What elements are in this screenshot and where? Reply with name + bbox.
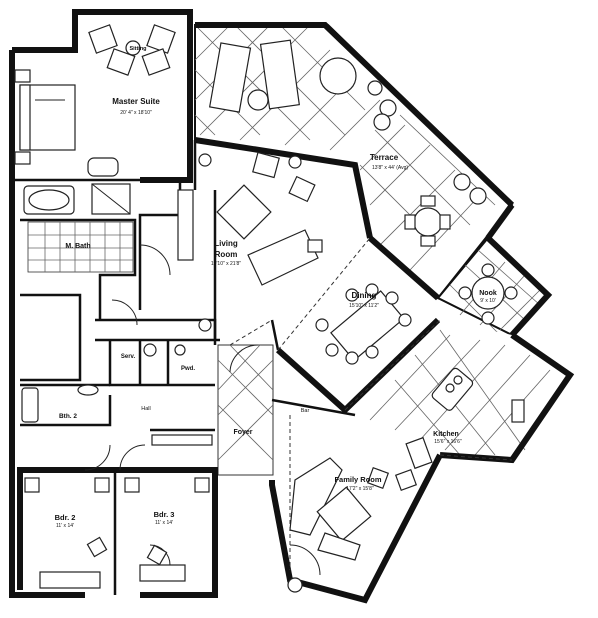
living-room-label-1: Living bbox=[214, 239, 238, 248]
m-bath-label: M. Bath bbox=[65, 243, 90, 250]
bdr2-dims: 11' x 14' bbox=[56, 523, 74, 529]
master-suite-dims: 20' 4" x 18'10" bbox=[120, 110, 152, 116]
nook-label: Nook bbox=[479, 290, 497, 297]
plants bbox=[198, 57, 487, 332]
foyer-floor bbox=[217, 344, 274, 476]
bdr3-dims: 11' x 14' bbox=[155, 520, 173, 526]
living-furniture bbox=[177, 151, 323, 286]
bedroom-furniture bbox=[24, 477, 210, 589]
master-chair bbox=[87, 157, 119, 177]
bar-label: Bar bbox=[301, 408, 310, 414]
living-room-dims: 19'10" x 21'8" bbox=[211, 261, 241, 267]
foyer-label: Foyer bbox=[233, 429, 252, 436]
terrace-label: Terrace bbox=[370, 153, 399, 162]
bathtub bbox=[23, 183, 131, 215]
dashed-openings bbox=[229, 237, 513, 570]
serv-label: Serv. bbox=[121, 354, 136, 360]
sitting-label: Sitting bbox=[129, 46, 146, 52]
hall-label: Hall bbox=[141, 406, 150, 412]
family-furniture bbox=[289, 457, 418, 561]
bath2-fixtures bbox=[21, 343, 303, 593]
dining-set bbox=[315, 283, 412, 365]
sitting-chairs bbox=[88, 24, 176, 76]
door-swings bbox=[84, 244, 321, 576]
master-bath-floor bbox=[27, 221, 134, 273]
pwd-label: Pwd. bbox=[181, 366, 195, 372]
dining-dims: 15'10" x 11'2" bbox=[349, 303, 379, 309]
master-bed bbox=[14, 69, 76, 165]
family-room-dims: 17'2" x 15'8" bbox=[346, 486, 374, 492]
bdr3-label: Bdr. 3 bbox=[154, 510, 175, 519]
nook-dims: 9' x 10' bbox=[480, 298, 496, 304]
kitchen-fixtures bbox=[405, 367, 525, 470]
kitchen-label: Kitchen bbox=[433, 431, 459, 438]
nook-table bbox=[458, 263, 518, 325]
terrace-dims: 13'8" x 44' (Avg) bbox=[372, 165, 408, 171]
living-room-label-2: Room bbox=[215, 250, 238, 259]
master-suite-label: Master Suite bbox=[112, 97, 160, 106]
bdr2-label: Bdr. 2 bbox=[55, 513, 76, 522]
family-room-label: Family Room bbox=[334, 475, 381, 484]
room-labels: Sitting Master Suite 20' 4" x 18'10" Ter… bbox=[55, 46, 497, 529]
terrace-furniture bbox=[208, 39, 451, 247]
bth2-label: Bth. 2 bbox=[59, 413, 77, 420]
dining-label: Dining bbox=[352, 291, 377, 300]
kitchen-dims: 15'6" x 16'6" bbox=[434, 439, 462, 445]
